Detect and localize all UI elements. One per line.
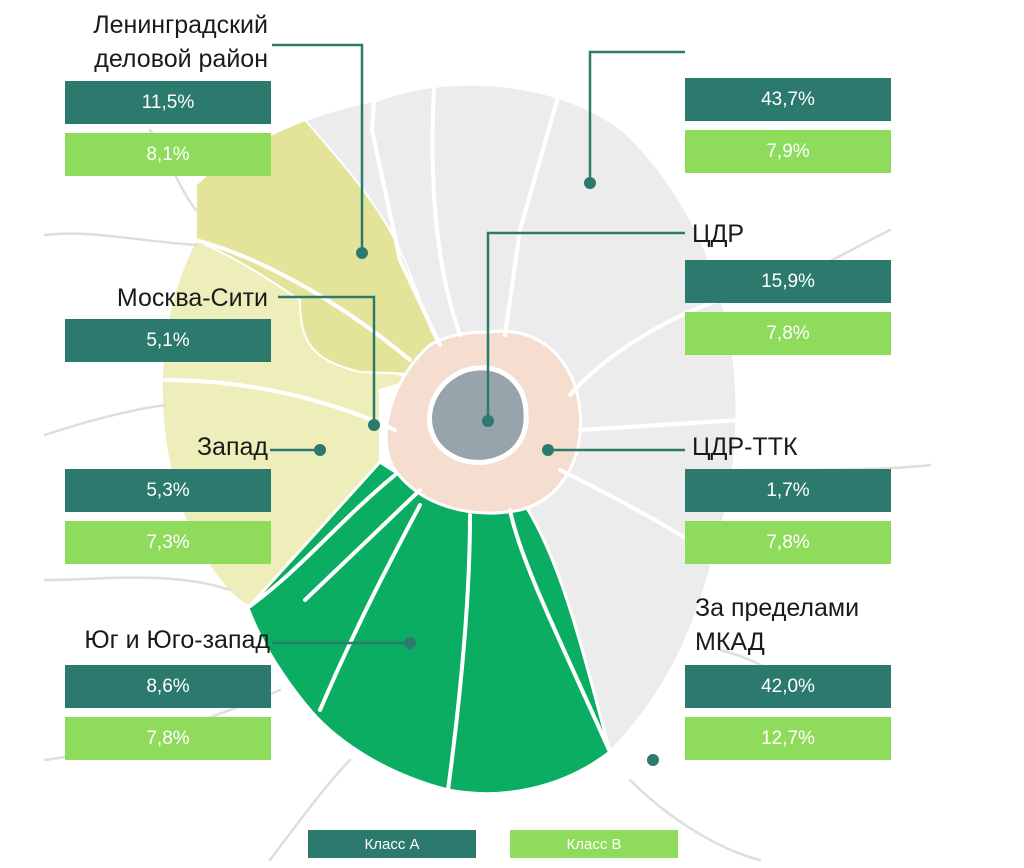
outside-mkad-class-a: 42,0% [685,665,891,708]
dot-yug [404,637,416,649]
north-east-class-a: 43,7% [685,78,891,121]
label-outside-mkad: За пределами МКАД [695,594,860,656]
dot-leningradsky [356,247,368,259]
yug-class-a: 8,6% [65,665,271,708]
dot-cdr [482,415,494,427]
label-cdr-ttk: ЦДР-ТТК [692,433,798,461]
north-east-class-b: 7,9% [685,130,891,173]
cdr-class-b: 7,8% [685,312,891,355]
dot-zapad [314,444,326,456]
leningradsky-class-b: 8,1% [65,133,271,176]
dot-cdr-ttk [542,444,554,456]
label-moscow-city: Москва-Сити [116,284,268,312]
zapad-class-b: 7,3% [65,521,271,564]
dot-north-east [584,177,596,189]
outside-mkad-class-b: 12,7% [685,717,891,760]
zapad-class-a: 5,3% [65,469,271,512]
cdr-ttk-class-b: 7,8% [685,521,891,564]
cdr-ttk-class-a: 1,7% [685,469,891,512]
dot-moscow-city [368,419,380,431]
district-cdr-area [427,365,529,465]
dot-outside-mkad [647,754,659,766]
cdr-class-a: 15,9% [685,260,891,303]
road-network [163,13,742,862]
moscow-city-class-a: 5,1% [65,319,271,362]
label-yug: Юг и Юго-запад [84,626,270,654]
label-zapad: Запад [196,433,268,461]
leningradsky-class-a: 11,5% [65,81,271,124]
yug-class-b: 7,8% [65,717,271,760]
label-leningradsky: Ленинградский деловой район [93,11,268,73]
label-cdr: ЦДР [692,220,745,248]
legend-class-a: Класс А [308,830,476,858]
district-leningradsky-area [195,118,443,377]
leader-lines [270,43,685,645]
legend-class-b: Класс B [510,830,678,858]
leader-dots [314,177,659,766]
